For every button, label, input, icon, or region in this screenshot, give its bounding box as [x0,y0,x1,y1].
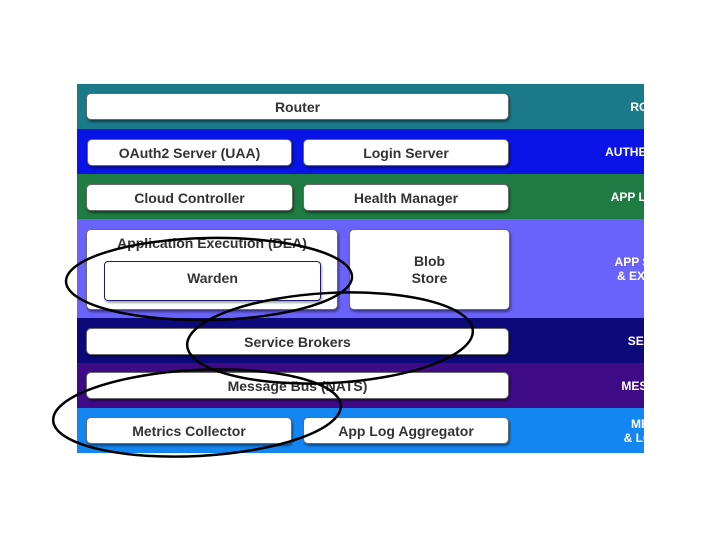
app-storage-execution-layer: Application Execution (DEA) Warden Blob … [77,219,701,318]
app-lifecycle-layer: Cloud Controller Health Manager APP LIFE… [77,174,705,219]
blob-store-box: Blob Store [349,229,510,310]
authentication-label: AUTHENTICATION [605,144,711,159]
app-log-aggregator-box: App Log Aggregator [303,417,509,444]
message-bus-box: Message Bus (NATS) [86,372,509,399]
login-server-box: Login Server [303,139,509,166]
dea-label: Application Execution (DEA) [117,235,307,251]
services-label: SERVICES [627,333,689,348]
cloud-controller-box: Cloud Controller [86,184,293,211]
app-storage-execution-label: APP STORAGE & EXECUTION [614,254,702,283]
routing-layer: Router ROUTING [77,84,686,129]
oauth2-server-box: OAuth2 Server (UAA) [87,139,292,166]
metrics-collector-box: Metrics Collector [86,417,292,444]
router-box: Router [86,93,509,120]
metrics-logging-label: METRICS & LOGGING [623,416,693,445]
authentication-layer: OAuth2 Server (UAA) Login Server AUTHENT… [77,129,711,174]
messaging-layer: Message Bus (NATS) MESSAGING [77,363,695,408]
metrics-logging-layer: Metrics Collector App Log Aggregator MET… [77,408,692,453]
warden-box: Warden [104,261,321,301]
messaging-label: MESSAGING [621,378,695,393]
routing-label: ROUTING [630,99,686,114]
health-manager-box: Health Manager [303,184,509,211]
service-brokers-box: Service Brokers [86,328,509,355]
services-layer: Service Brokers SERVICES [77,318,688,363]
app-lifecycle-label: APP LIFECYCLE [610,189,706,204]
